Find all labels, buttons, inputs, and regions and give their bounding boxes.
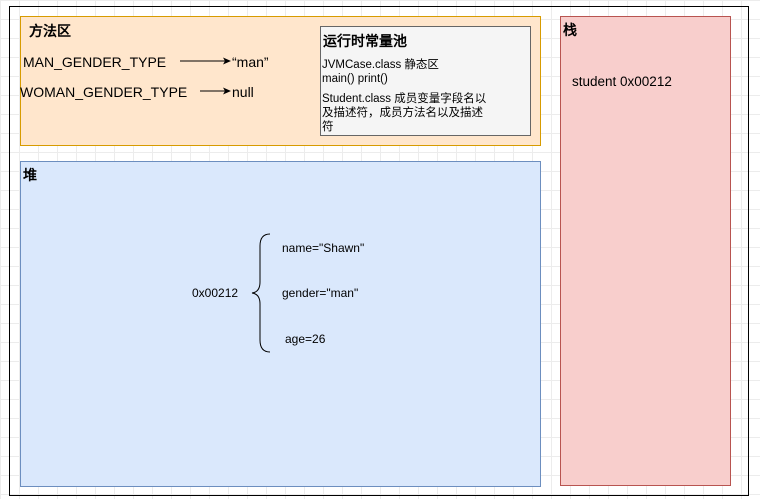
diagram-frame [9,6,749,496]
heap-area[interactable] [20,161,541,487]
heap-object-address: 0x00212 [192,286,239,300]
pool-line-jvmcase: JVMCase.class 静态区 [322,59,439,71]
runtime-constant-pool-title: 运行时常量池 [323,34,407,50]
pool-line-student-1: Student.class 成员变量字段名以 [322,93,487,105]
man-value-label: “man” [232,54,269,70]
man-gender-type-label: MAN_GENDER_TYPE [23,54,167,70]
curly-brace-icon [251,233,271,353]
man-arrow [180,57,231,65]
heap-title: 堆 [23,168,37,184]
method-area-title: 方法区 [29,24,71,40]
pool-line-student-2: 及描述符，成员方法名以及描述 [322,107,483,119]
heap-field-name: name="Shawn" [282,241,365,255]
heap-field-gender: gender="man" [282,286,359,300]
stack-area[interactable] [560,16,731,486]
runtime-constant-pool[interactable] [320,26,531,136]
woman-value-label: null [232,84,254,100]
stack-title: 栈 [563,23,577,39]
woman-arrow [200,87,231,95]
stack-student-entry: student 0x00212 [572,74,672,89]
heap-field-age: age=26 [285,332,326,346]
pool-line-methods: main() print() [322,73,388,85]
woman-gender-type-label: WOMAN_GENDER_TYPE [20,84,188,100]
pool-line-student-3: 符 [322,121,334,133]
